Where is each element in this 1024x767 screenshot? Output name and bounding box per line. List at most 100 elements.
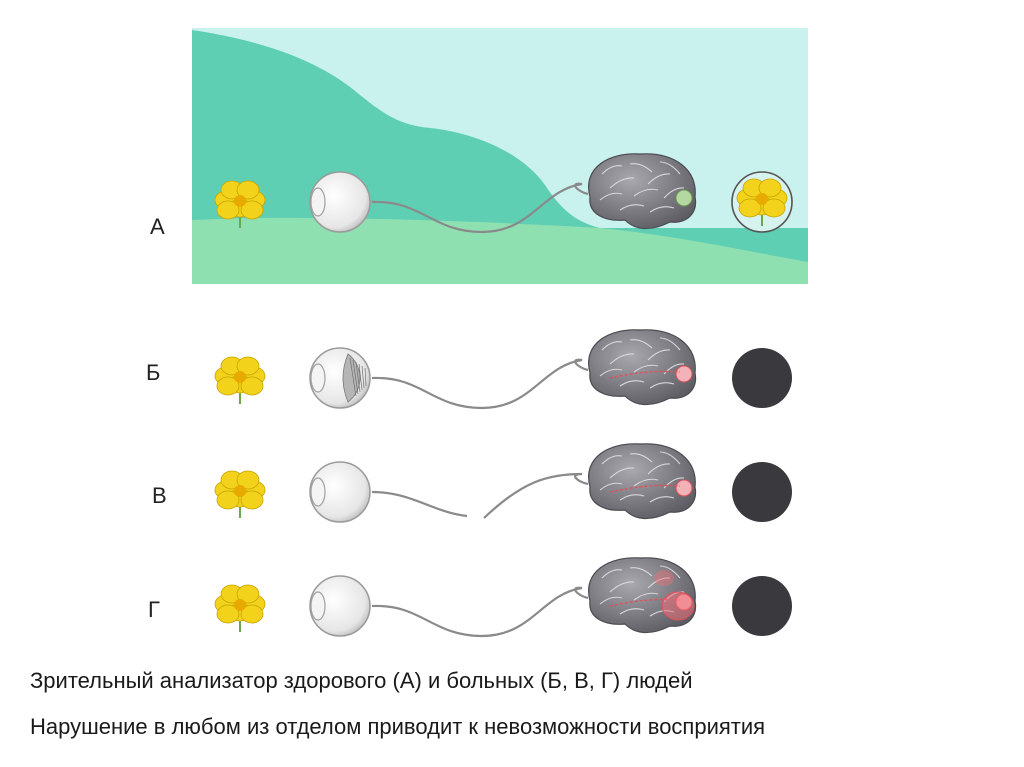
brain-icon [588,153,697,230]
flower-petal [216,604,240,624]
brain-gyrus [599,368,623,377]
flower-petal [240,200,264,220]
optic-nerve [371,182,589,234]
brain-gyrus [649,496,675,503]
brain-gyrus [609,177,635,189]
flower-icon [214,180,266,228]
nerve-fiber [371,358,589,410]
flower-petal [216,490,240,510]
flower-petal [240,604,264,624]
row-label: Г [148,597,160,622]
flower-icon [214,356,266,404]
caption-line-1: Зрительный анализатор здорового (А) и бо… [30,668,693,693]
brain-gyrus [609,581,635,593]
cornea [310,591,326,621]
brain-icon [588,443,697,520]
brain-gyrus [601,165,623,175]
brain-gyrus [633,364,659,373]
brain-gyrus [599,482,623,491]
flower-icon [214,470,266,518]
flower-center [234,371,246,383]
brain-gyrus [647,577,671,589]
visual-cortex-area [675,189,693,207]
cornea [310,363,326,393]
perceived-image-icon [731,171,793,233]
brain-gyrus [619,204,645,211]
flower-icon [214,584,266,632]
brain-gyrus [601,455,623,465]
visual-pathway [609,370,681,379]
eyeball [309,461,371,523]
brain-gyrus [609,467,635,479]
brain-gyrus [663,187,685,199]
flower-petal [236,180,260,200]
retina-hatch [358,363,363,391]
visual-cortex-area [675,365,693,383]
flower-petal [236,470,260,490]
cornea [310,477,326,507]
retina-hatch [361,365,365,389]
no-perception-icon [732,576,792,636]
no-perception-icon [732,462,792,522]
retina-hatch [364,367,367,387]
brain-gyrus [629,339,653,349]
brain-gyrus [609,353,635,365]
brain-gyrus [633,478,659,487]
retina-hatch [355,361,361,393]
brain-lesion [654,570,674,586]
nerve-fiber-proximal [371,490,468,518]
flower-petal [236,584,260,604]
nerve-fiber [371,182,589,234]
brain-gyrus [629,453,653,463]
brain-gyrus [601,341,623,351]
visual-cortex-area [675,479,693,497]
flower-petal [240,490,264,510]
brain-gyrus [649,206,675,213]
optic-nerve [371,472,589,519]
optic-nerve [371,586,589,638]
brain-gyrus [601,569,623,579]
brain-gyrus [659,565,681,579]
row-label: Б [146,360,161,385]
brain-gyrus [659,161,681,175]
nerve-fiber-distal [483,472,589,519]
healthy-panel-background [192,28,808,284]
brain-gyrus [619,494,645,501]
analyzer-rows [214,153,793,638]
analyzer-row [214,443,792,523]
optic-nerve [371,358,589,410]
brain-gyrus [629,567,653,577]
row-label: В [152,483,167,508]
flower-center [234,485,246,497]
flower-petal [216,200,240,220]
flower-petal [240,376,264,396]
brain-icon [588,329,697,406]
flower-center [234,195,246,207]
brain-gyrus [649,382,675,389]
brain-gyrus [619,608,645,615]
flower-petal [738,198,762,218]
flower-center [756,193,768,205]
visual-pathway [609,484,681,493]
brain-gyrus [633,592,659,601]
eye-icon [309,171,371,233]
nerve-fiber [371,586,589,638]
brain-gyrus [659,451,681,465]
brain-lesion [661,591,695,621]
perceived-flower-icon [736,178,788,226]
brain-gyrus [599,596,623,605]
brain-gyrus [647,173,671,185]
flower-petal [216,376,240,396]
cornea [310,187,326,217]
analyzer-row [214,153,793,234]
brain-gyrus [633,188,659,197]
brain-gyrus [663,363,685,375]
flower-center [234,599,246,611]
brain-gyrus [663,477,685,489]
analyzer-row [214,329,792,410]
eyeball [309,171,371,233]
brain-gyrus [629,163,653,173]
flower-petal [758,178,782,198]
row-label: А [150,214,165,239]
